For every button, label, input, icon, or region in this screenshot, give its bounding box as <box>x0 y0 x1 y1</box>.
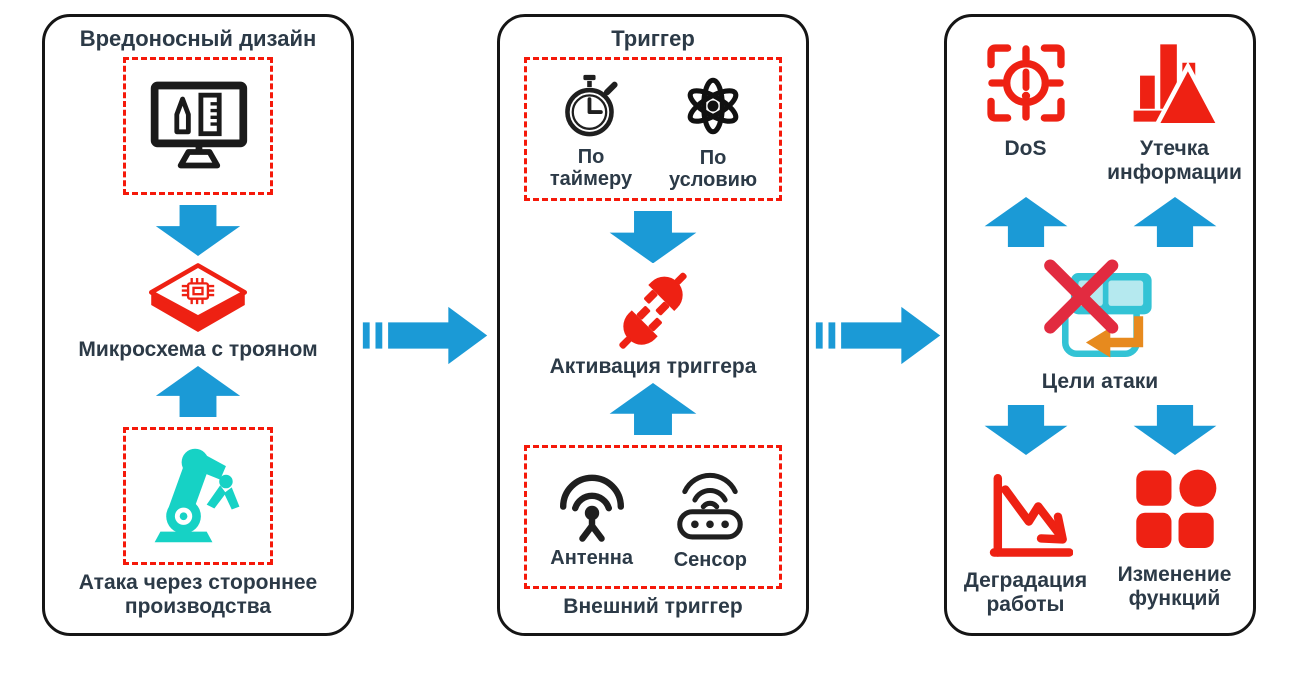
down-arrow <box>609 210 697 264</box>
functions-label: Изменение функций <box>1117 562 1232 610</box>
leak-label: Утечка информации <box>1107 137 1242 185</box>
antenna-icon <box>559 474 624 542</box>
condition-trigger-label: По условию <box>668 147 758 192</box>
timer-trigger-label: По таймеру <box>549 146 633 191</box>
timer-trigger-item: По таймеру <box>543 68 639 190</box>
design-panel-title: Вредоносный дизайн <box>79 26 317 51</box>
robot-arm-icon <box>154 448 240 542</box>
down-arrow <box>984 405 1067 456</box>
targets-down-arrows-row <box>951 405 1249 456</box>
antenna-item: Антенна <box>550 465 634 569</box>
sensor-icon <box>677 472 744 540</box>
functions-item: Изменение функций <box>1100 467 1249 617</box>
attack-targets-panel: DoS Утечка информации <box>944 14 1256 636</box>
external-trigger-label: Внешний триггер <box>563 594 743 618</box>
attack-targets-center: Цели атаки <box>1039 258 1161 394</box>
up-arrow <box>984 196 1067 247</box>
up-arrow <box>155 365 241 417</box>
function-change-icon <box>1135 469 1216 548</box>
dos-crosshair-icon <box>986 44 1065 122</box>
dos-label: DoS <box>1004 137 1047 160</box>
dos-item: DoS <box>951 37 1100 185</box>
chip-label: Микросхема с трояном <box>78 337 318 361</box>
fabrication-dashed-frame <box>123 426 273 565</box>
condition-trigger-item: По условию <box>663 67 763 191</box>
attack-targets-label: Цели атаки <box>1041 369 1159 393</box>
down-arrow <box>1133 405 1216 456</box>
trigger-panel: Триггер По таймеру По услов <box>497 14 809 636</box>
targets-bottom-row: Деградация работы Изменение функций <box>951 467 1249 617</box>
malicious-design-panel: Вредоносный дизайн Микросхема с трояном <box>42 14 354 636</box>
fabrication-label: Атака через стороннее производства <box>78 570 318 618</box>
degradation-chart-icon <box>989 473 1073 557</box>
up-arrow <box>1133 196 1216 247</box>
sensor-label: Сенсор <box>673 548 747 571</box>
targets-up-arrows-row <box>951 196 1249 247</box>
antenna-label: Антенна <box>550 546 634 569</box>
targets-top-row: DoS Утечка информации <box>951 37 1249 185</box>
stopwatch-icon <box>565 74 618 137</box>
right-connector-arrow <box>815 306 941 365</box>
down-arrow <box>155 205 241 257</box>
plug-connection-icon <box>619 272 687 350</box>
trojan-chip-icon <box>148 263 248 333</box>
degradation-label: Деградация работы <box>963 568 1088 616</box>
design-monitor-icon <box>150 81 248 169</box>
leak-item: Утечка информации <box>1100 37 1249 185</box>
up-arrow <box>609 382 697 436</box>
trigger-panel-title: Триггер <box>611 26 695 51</box>
right-connector-arrow <box>362 306 488 365</box>
blocked-system-icon <box>1044 259 1152 358</box>
design-dashed-frame <box>123 57 273 196</box>
external-trigger-dashed-frame: Антенна Сенсор <box>524 445 782 589</box>
sensor-item: Сенсор <box>664 463 756 571</box>
activation-label: Активация триггера <box>549 354 757 378</box>
data-leak-chart-icon <box>1133 44 1221 128</box>
internal-trigger-dashed-frame: По таймеру По условию <box>524 57 782 201</box>
degradation-item: Деградация работы <box>951 467 1100 617</box>
atom-icon <box>687 77 739 135</box>
